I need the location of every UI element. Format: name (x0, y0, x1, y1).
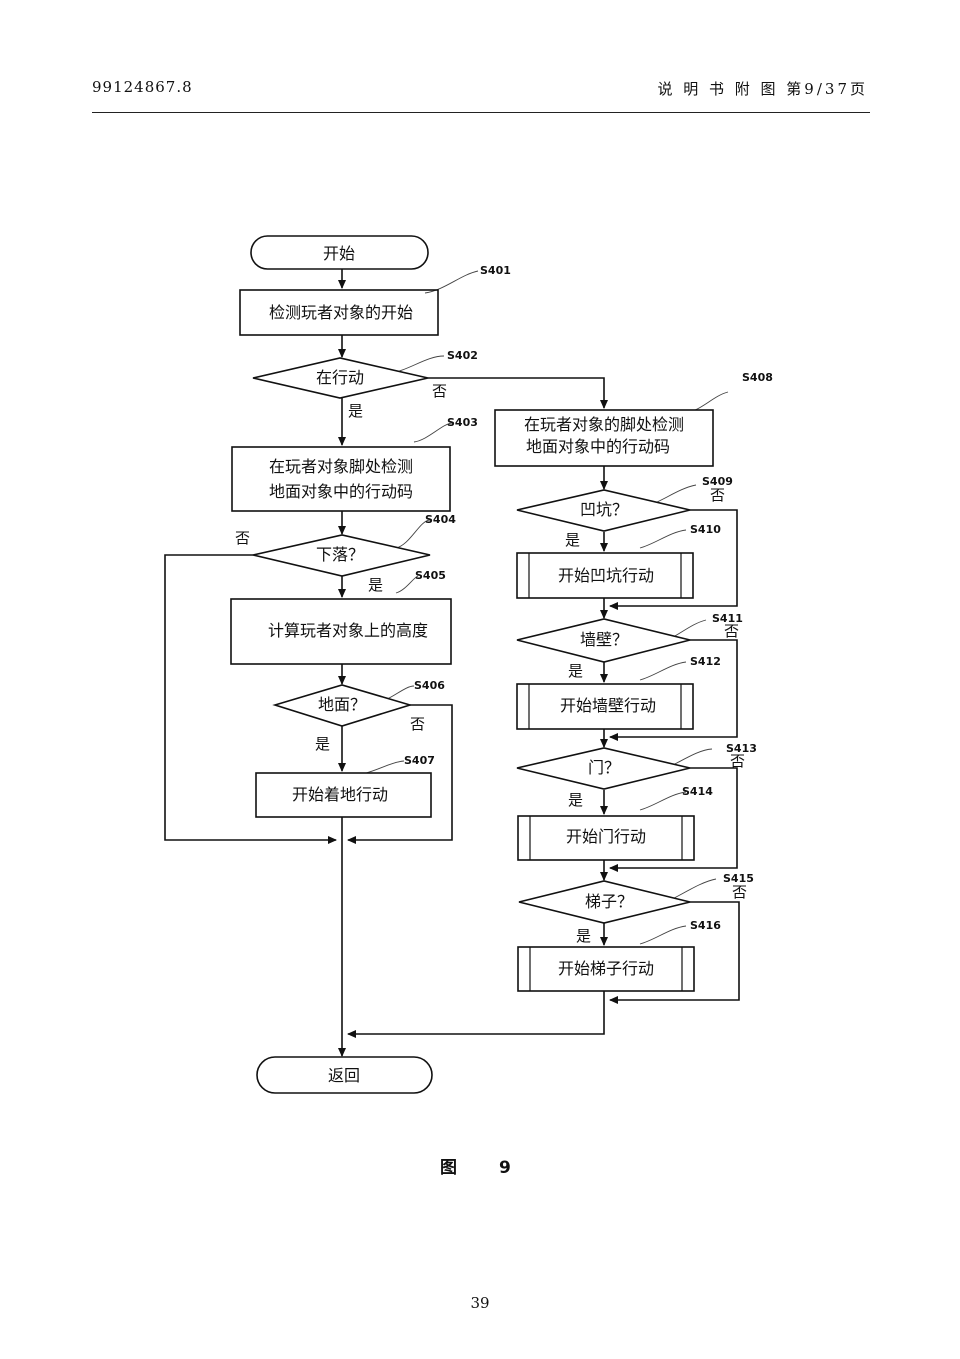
step-id-s408: S408 (742, 371, 773, 384)
step-s408: 在玩者对象的脚处检测 地面对象中的行动码 (494, 409, 714, 467)
step-id-s411: S411 (712, 612, 743, 625)
step-s403-label-line2: 地面对象中的行动码 (269, 482, 413, 501)
step-id-s412: S412 (690, 655, 721, 668)
decision-s409-label: 凹坑？ (580, 500, 628, 519)
step-s410-label: 开始凹坑行动 (558, 566, 654, 585)
step-id-s401: S401 (480, 264, 511, 277)
decision-s413-label: 门？ (588, 758, 620, 777)
step-leader-lines (365, 270, 729, 945)
figure-caption-number: 9 (499, 1158, 511, 1178)
step-id-s407: S407 (404, 754, 435, 767)
decision-s406: 地面？ (272, 684, 413, 727)
decision-s404-label: 下落？ (316, 545, 364, 564)
step-s405: 计算玩者对象上的高度 (230, 598, 452, 665)
s406-yes-label: 是 (315, 735, 330, 753)
s413-yes-label: 是 (568, 791, 583, 809)
decision-s411-label: 墙壁？ (580, 630, 628, 649)
s415-no-label: 否 (732, 883, 747, 901)
step-s414-label: 开始门行动 (566, 827, 646, 846)
step-id-s406: S406 (414, 679, 445, 692)
step-s416-label: 开始梯子行动 (558, 959, 654, 978)
step-id-s409: S409 (702, 475, 733, 488)
step-s407: 开始着地行动 (255, 772, 432, 818)
decision-s406-label: 地面？ (318, 695, 366, 714)
page-number: 39 (470, 1294, 490, 1312)
step-s412: 开始墙壁行动 (516, 683, 694, 730)
step-s403: 在玩者对象脚处检测 地面对象中的行动码 (231, 446, 451, 512)
step-s416: 开始梯子行动 (517, 946, 695, 992)
decision-s404: 下落？ (252, 534, 431, 577)
end-terminal: 返回 (256, 1056, 433, 1094)
step-s401: 检测玩者对象的开始 (239, 289, 439, 336)
decision-s411: 墙壁？ (516, 618, 691, 663)
step-s412-label: 开始墙壁行动 (560, 696, 656, 715)
decision-s402: 在行动 (252, 357, 429, 399)
step-s408-label-line2: 地面对象中的行动码 (526, 437, 670, 456)
s413-no-label: 否 (730, 752, 745, 770)
s409-yes-label: 是 (565, 531, 580, 549)
step-s401-label: 检测玩者对象的开始 (269, 303, 413, 322)
step-s414: 开始门行动 (517, 815, 695, 861)
start-terminal: 开始 (250, 235, 429, 270)
start-label: 开始 (323, 244, 355, 263)
step-s407-label: 开始着地行动 (292, 785, 388, 804)
s411-yes-label: 是 (568, 662, 583, 680)
step-s410: 开始凹坑行动 (516, 552, 694, 599)
step-id-s415: S415 (723, 872, 754, 885)
step-s403-label-line1: 在玩者对象脚处检测 (269, 457, 413, 476)
step-id-s404: S404 (425, 513, 456, 526)
s402-yes-label: 是 (348, 402, 363, 420)
header-rule (92, 112, 870, 113)
decision-s415: 梯子？ (518, 880, 691, 924)
step-id-s414: S414 (682, 785, 713, 798)
decision-s413: 门？ (516, 747, 691, 790)
step-id-s416: S416 (690, 919, 721, 932)
s406-no-label: 否 (410, 715, 425, 733)
s404-no-label: 否 (235, 529, 250, 547)
flowchart-connectors (164, 269, 740, 1057)
step-id-s405: S405 (415, 569, 446, 582)
step-s408-label-line1: 在玩者对象的脚处检测 (524, 415, 684, 434)
step-id-s402: S402 (447, 349, 478, 362)
page-header-section: 说 明 书 附 图 第9/37页 (657, 80, 868, 98)
s415-yes-label: 是 (576, 927, 591, 945)
step-id-s410: S410 (690, 523, 721, 536)
decision-s409: 凹坑？ (516, 489, 691, 532)
document-number: 99124867.8 (92, 78, 193, 96)
decision-s415-label: 梯子？ (585, 892, 633, 911)
figure-caption-label: 图 (440, 1158, 457, 1178)
step-id-s403: S403 (447, 416, 478, 429)
step-s405-label: 计算玩者对象上的高度 (268, 621, 428, 640)
s409-no-label: 否 (710, 486, 725, 504)
end-label: 返回 (328, 1066, 360, 1085)
decision-s402-label: 在行动 (316, 368, 364, 387)
step-id-s413: S413 (726, 742, 757, 755)
s404-yes-label: 是 (368, 576, 383, 594)
s402-no-label: 否 (432, 382, 447, 400)
s411-no-label: 否 (724, 622, 739, 640)
